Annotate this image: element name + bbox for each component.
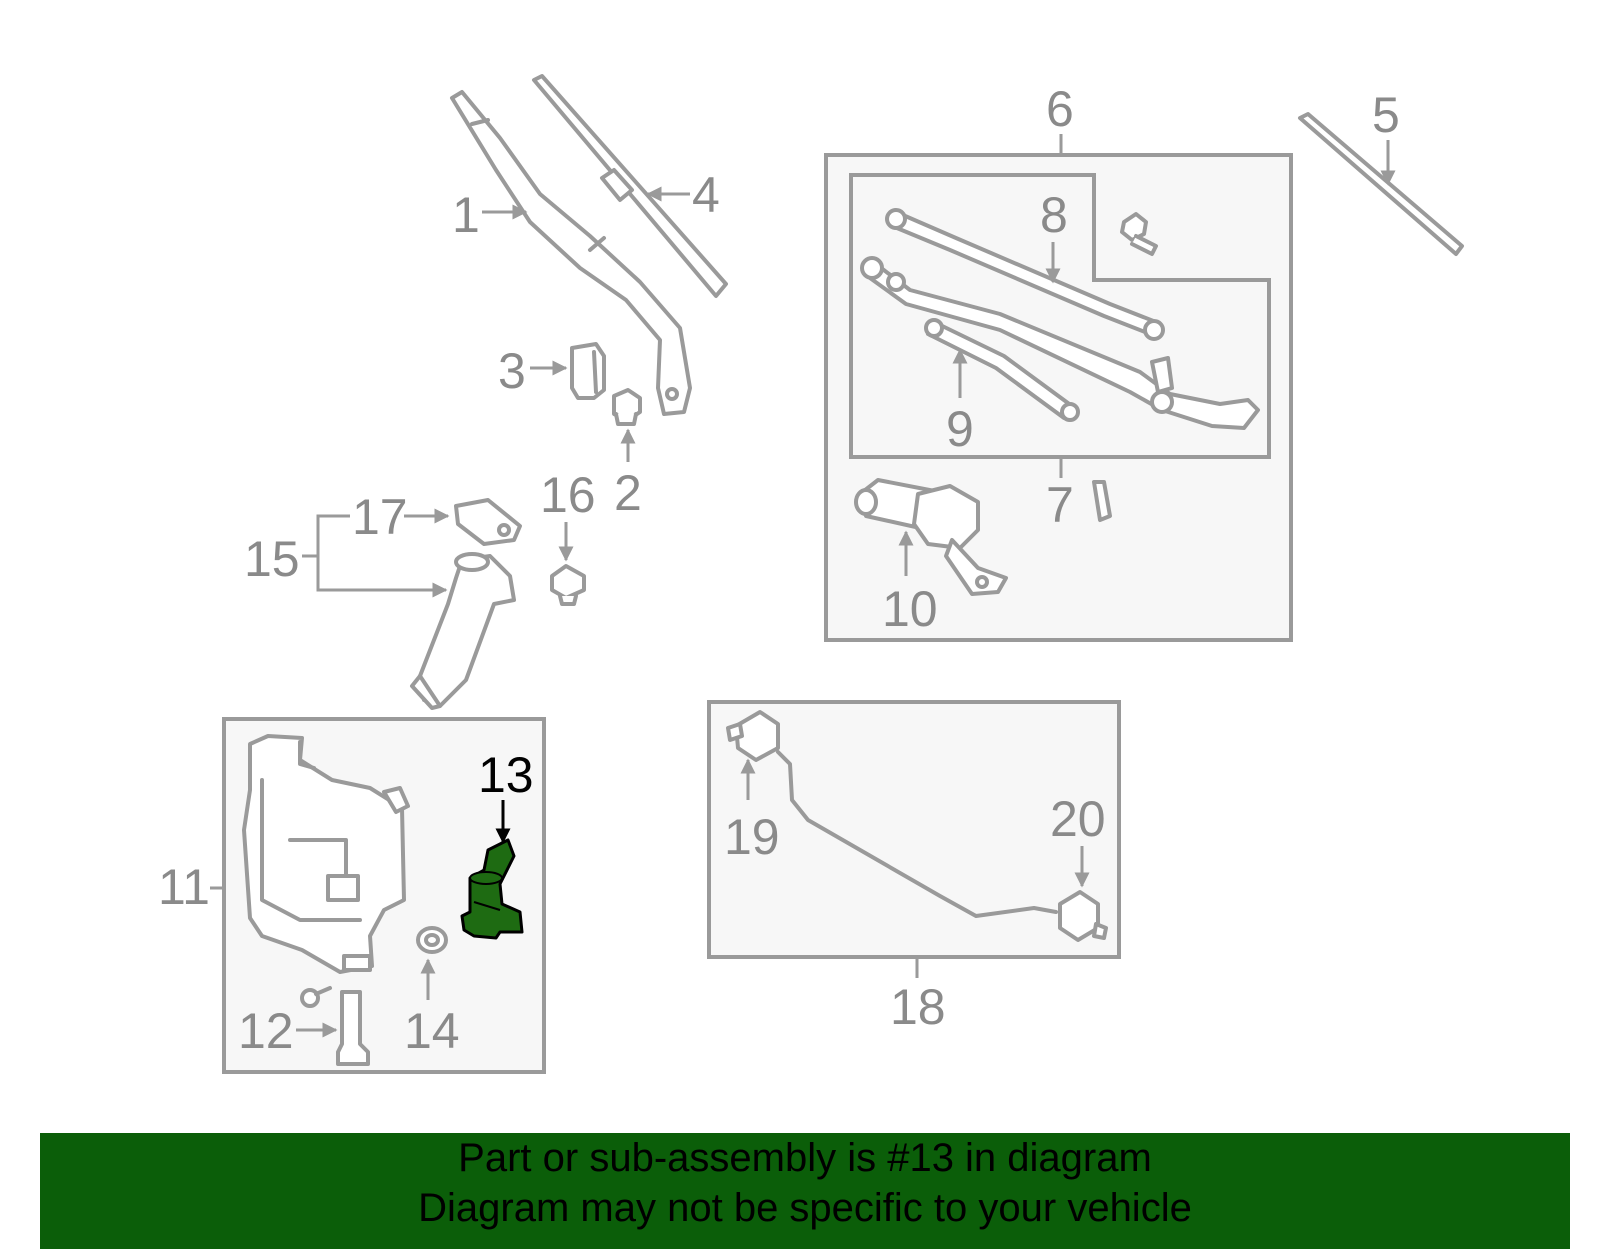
part-12-bolt[interactable]	[300, 986, 370, 1066]
label-6: 6	[1046, 81, 1074, 137]
part-8-link-rod[interactable]	[885, 208, 1165, 341]
label-5: 5	[1372, 87, 1400, 143]
part-19-connector[interactable]	[726, 710, 780, 762]
part-18-washer-hose[interactable]	[776, 750, 1058, 918]
label-20: 20	[1050, 791, 1106, 847]
label-17: 17	[352, 489, 408, 545]
label-9: 9	[946, 401, 974, 457]
leader-15	[302, 514, 446, 590]
part-10-wiper-motor[interactable]	[854, 478, 1112, 596]
label-18: 18	[890, 979, 946, 1035]
part-3-cap[interactable]	[570, 342, 606, 400]
part-14-grommet[interactable]	[416, 926, 448, 954]
label-11: 11	[158, 859, 210, 915]
label-13: 13	[478, 747, 534, 803]
part-20-connector[interactable]	[1058, 890, 1108, 942]
banner-line-2: Diagram may not be specific to your vehi…	[418, 1186, 1192, 1230]
label-8: 8	[1040, 187, 1068, 243]
part-16-grommet[interactable]	[550, 564, 586, 606]
part-17-gasket[interactable]	[454, 498, 522, 546]
part-9-link-rod[interactable]	[924, 318, 1080, 422]
label-4: 4	[692, 167, 720, 223]
label-7: 7	[1046, 477, 1074, 533]
label-16: 16	[540, 467, 596, 523]
label-15: 15	[244, 531, 300, 587]
banner-line-1: Part or sub-assembly is #13 in diagram	[458, 1136, 1152, 1180]
label-19: 19	[724, 809, 780, 865]
part-15-washer-nozzle[interactable]	[410, 552, 516, 710]
part-11-washer-reservoir[interactable]	[242, 734, 410, 974]
part-1-wiper-arm[interactable]	[450, 90, 692, 416]
label-1: 1	[452, 187, 480, 243]
label-14: 14	[404, 1003, 460, 1059]
linkage-pivot-assembly[interactable]	[860, 256, 1260, 430]
part-2-nut[interactable]	[612, 388, 642, 426]
part-13-washer-pump[interactable]	[460, 838, 524, 940]
info-banner: Part or sub-assembly is #13 in diagram D…	[40, 1133, 1570, 1249]
part-4-wiper-blade[interactable]	[532, 74, 728, 298]
label-12: 12	[238, 1003, 294, 1059]
label-2: 2	[614, 465, 642, 521]
label-10: 10	[882, 581, 938, 637]
label-3: 3	[498, 343, 526, 399]
